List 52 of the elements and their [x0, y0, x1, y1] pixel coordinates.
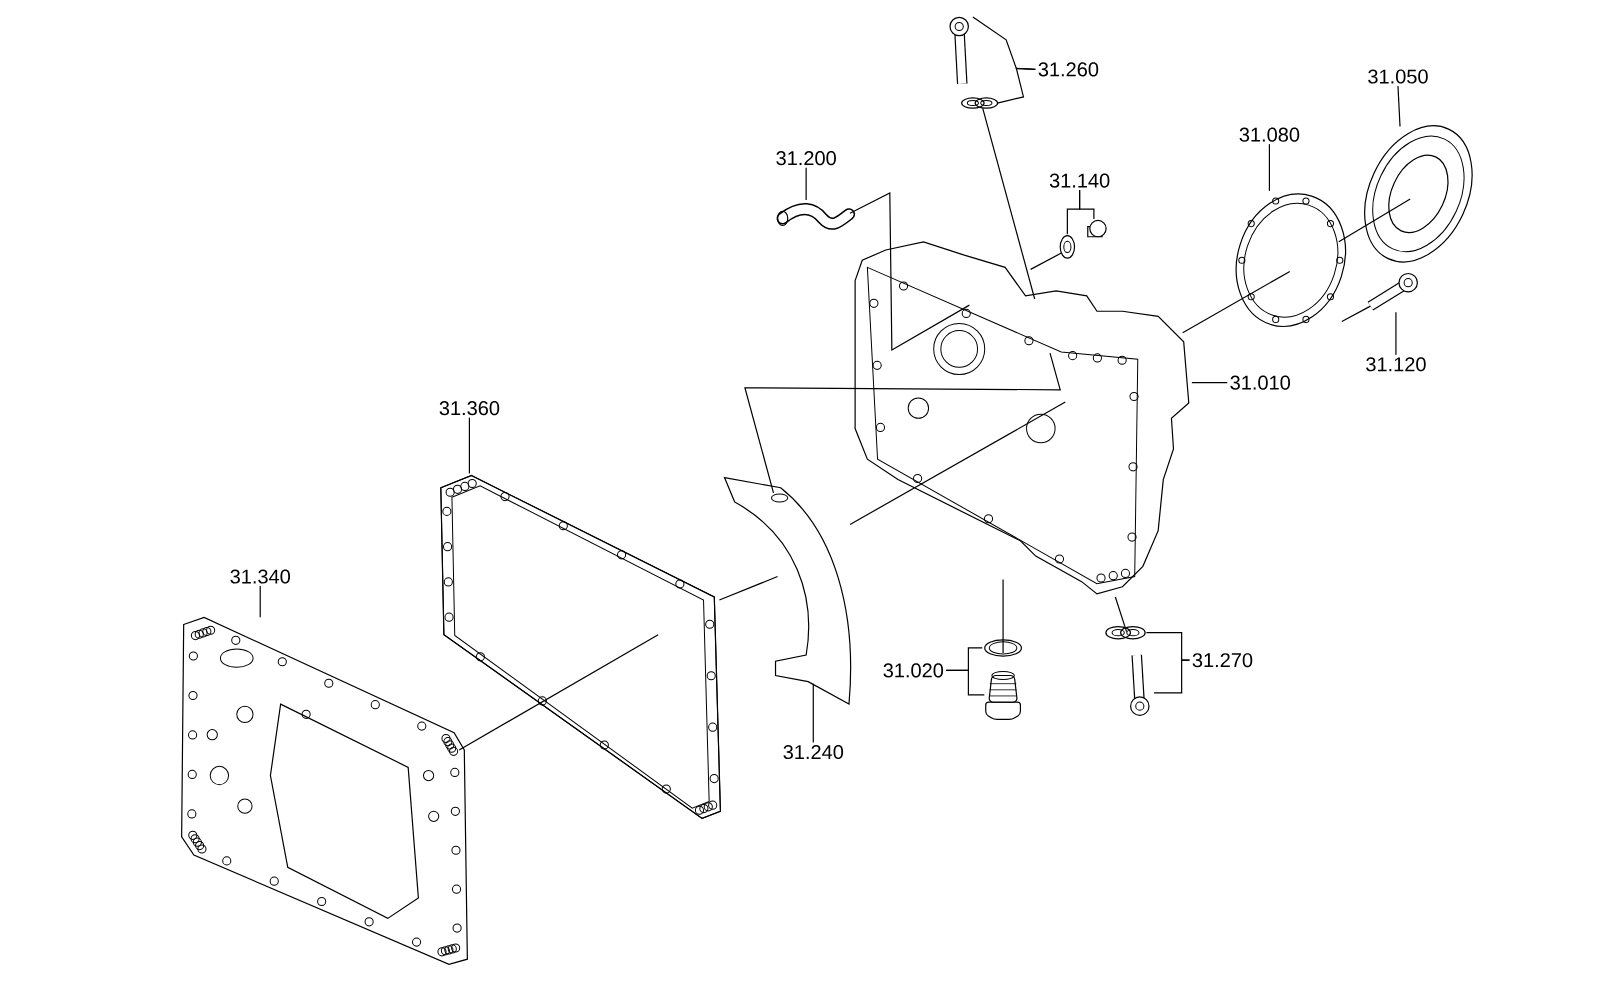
callout-number: 31.360	[439, 401, 500, 416]
hose-drawing	[776, 203, 856, 230]
assembly-line	[1114, 596, 1128, 633]
callout-number: 31.200	[776, 151, 836, 166]
assembly-line	[982, 107, 1036, 300]
callout-number: 31.050	[1368, 69, 1428, 84]
leader-line	[1191, 382, 1228, 384]
assembly-line	[1182, 271, 1291, 334]
washer-drawing	[1105, 626, 1146, 640]
callout-number: 31.120	[1366, 357, 1426, 372]
callout-number: 31.260	[1038, 62, 1099, 77]
callout-number: 31.080	[1239, 127, 1300, 142]
callout-number: 31.020	[883, 663, 944, 678]
fork-drawing	[723, 477, 852, 705]
bolt-drawing	[1130, 654, 1150, 717]
callout-number: 31.010	[1230, 375, 1291, 390]
seal-drawing	[1364, 125, 1473, 263]
leader-line	[468, 417, 470, 475]
gasket-drawing	[440, 475, 722, 820]
assembly-line	[849, 192, 970, 352]
plate-drawing	[181, 616, 468, 966]
bolt-drawing	[949, 16, 969, 85]
assembly-line	[1002, 579, 1004, 654]
assembly-line	[1338, 198, 1411, 243]
leader-line	[259, 585, 261, 619]
leader-line	[1268, 143, 1270, 192]
leader-line	[812, 683, 814, 744]
assembly-line	[1030, 252, 1062, 271]
assembly-line	[458, 634, 659, 751]
housing-drawing	[854, 241, 1190, 595]
leader-line	[805, 167, 807, 201]
washer-drawing	[984, 639, 1023, 657]
leader-line	[996, 67, 1036, 104]
bolt-drawing	[1367, 273, 1418, 311]
plug-drawing	[1087, 219, 1107, 238]
washer-drawing	[961, 97, 999, 109]
leader-line	[945, 669, 985, 696]
gasket-drawing	[1235, 193, 1347, 328]
callout-number: 31.240	[783, 745, 844, 760]
plug-drawing	[985, 671, 1021, 721]
assembly-line	[849, 401, 1066, 526]
washer-drawing	[1059, 235, 1076, 259]
assembly-line	[718, 576, 779, 601]
leader-line	[1395, 311, 1397, 356]
callout-number: 31.270	[1192, 653, 1253, 668]
leader-line	[1153, 659, 1191, 694]
callout-number: 31.340	[230, 569, 290, 584]
assembly-line	[1341, 305, 1371, 323]
callout-number: 31.140	[1049, 173, 1110, 188]
leader-line	[1079, 189, 1095, 220]
leader-line	[1397, 85, 1401, 128]
assembly-line	[744, 352, 1061, 494]
